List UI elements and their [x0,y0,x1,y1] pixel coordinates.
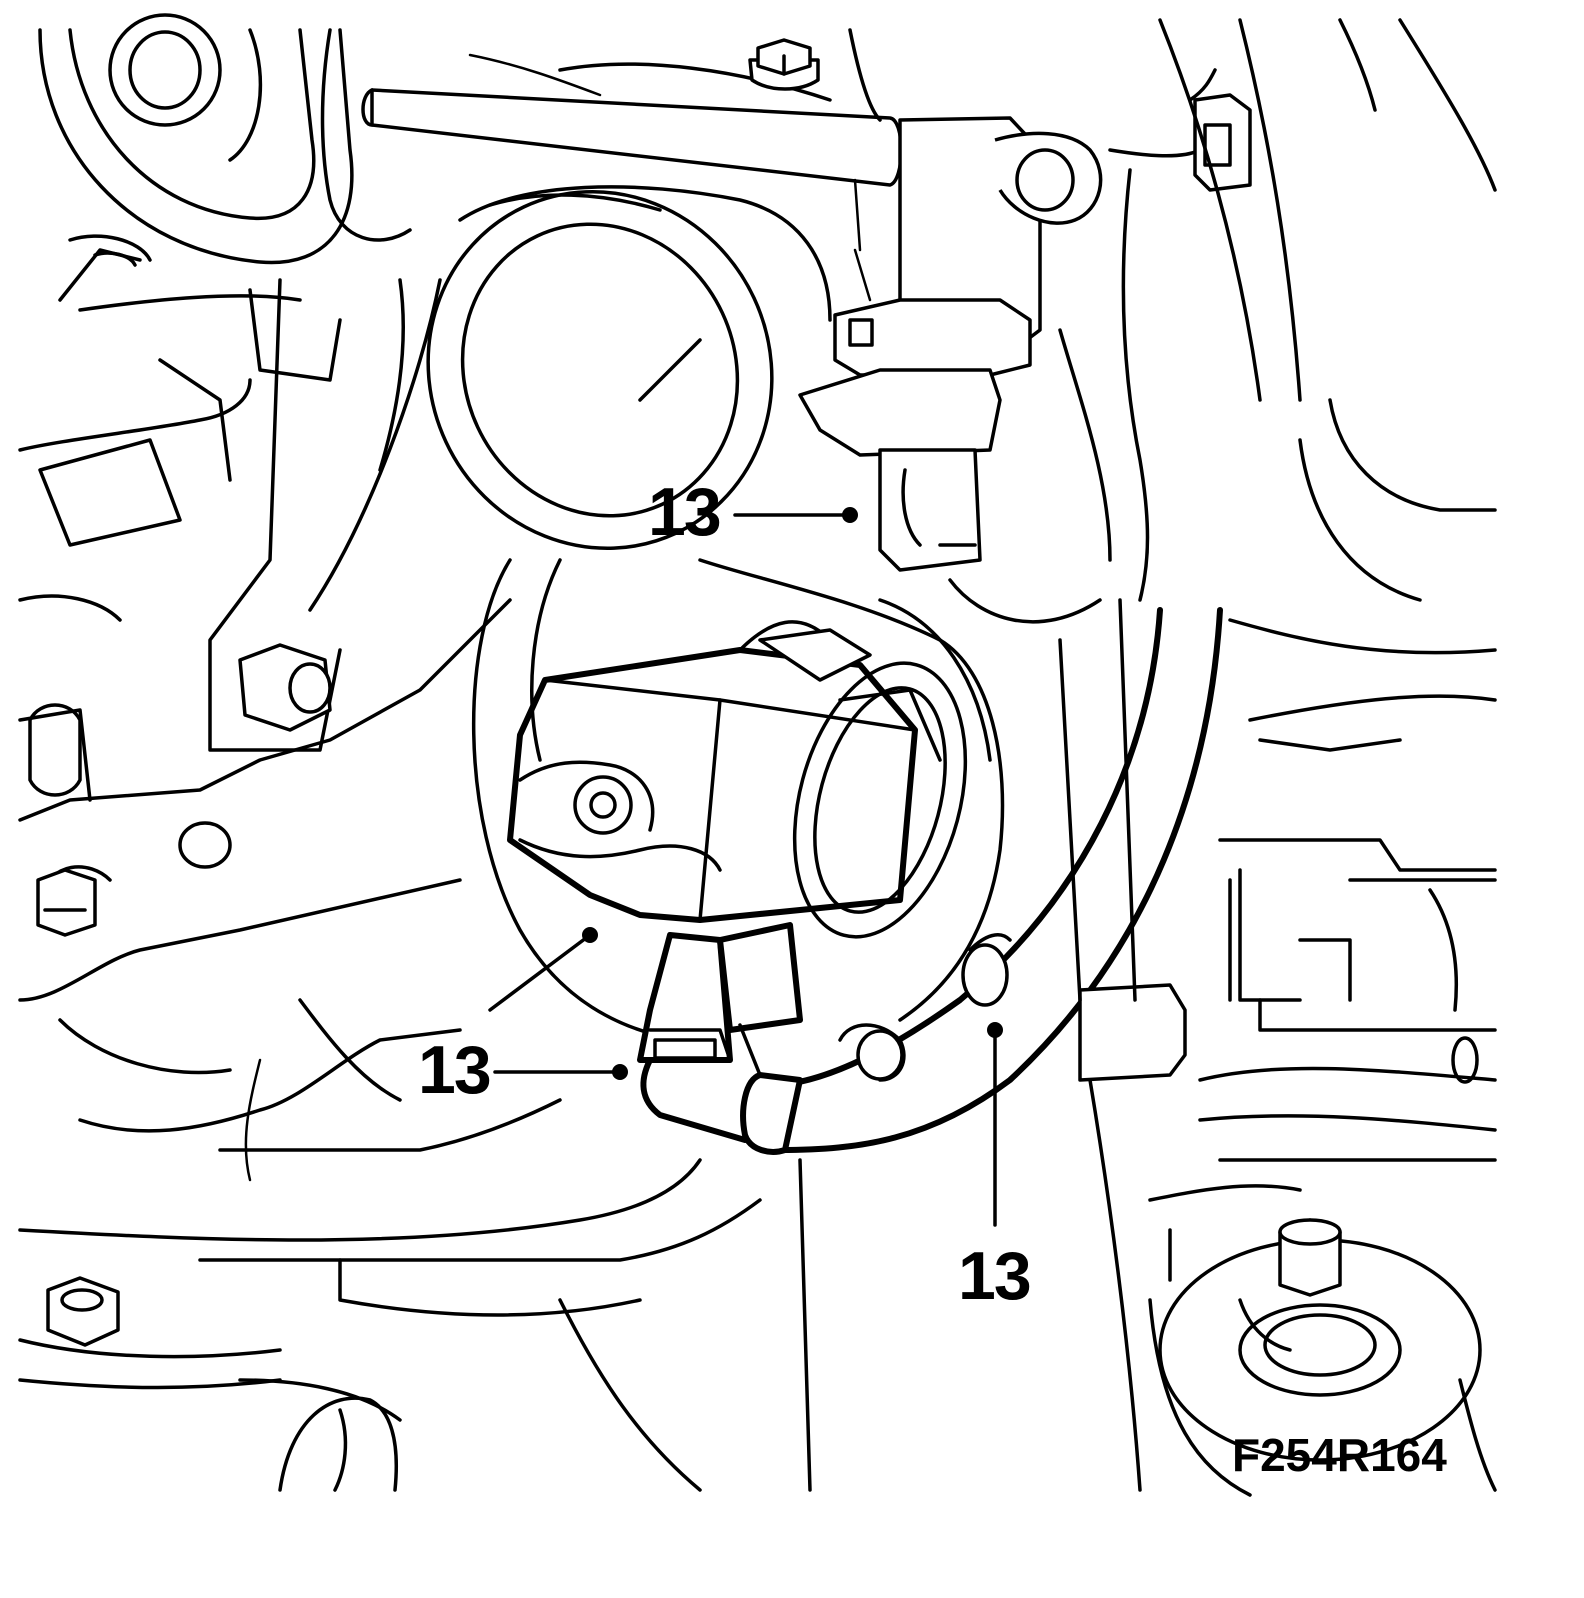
sensor-connector-top [798,116,1103,572]
bolt-lower-right [1148,1218,1497,1497]
pulley-upper-left [38,13,354,265]
right-hose [1058,18,1302,602]
callout-label-13-lower-left: 13 [418,1032,492,1108]
callout-label-13-bottom-right: 13 [958,1238,1032,1314]
figure-code: F254R164 [1232,1429,1447,1481]
bolt-top [748,38,820,91]
callout-label-13-top: 13 [648,474,722,550]
throttle-body-ring [426,185,832,551]
throttle-actuator [507,620,968,939]
lower-pipe-flange [798,598,1187,1492]
left-bracket [18,234,442,802]
lower-left-housing [18,598,762,1317]
bolt-lower-left [18,1276,702,1492]
nut-left [28,643,332,797]
actuator-connector-plug [637,922,803,1077]
callout-leaders [488,507,1003,1227]
right-side-housing [1148,18,1497,1282]
throttle-housing-lower [472,558,1012,1042]
